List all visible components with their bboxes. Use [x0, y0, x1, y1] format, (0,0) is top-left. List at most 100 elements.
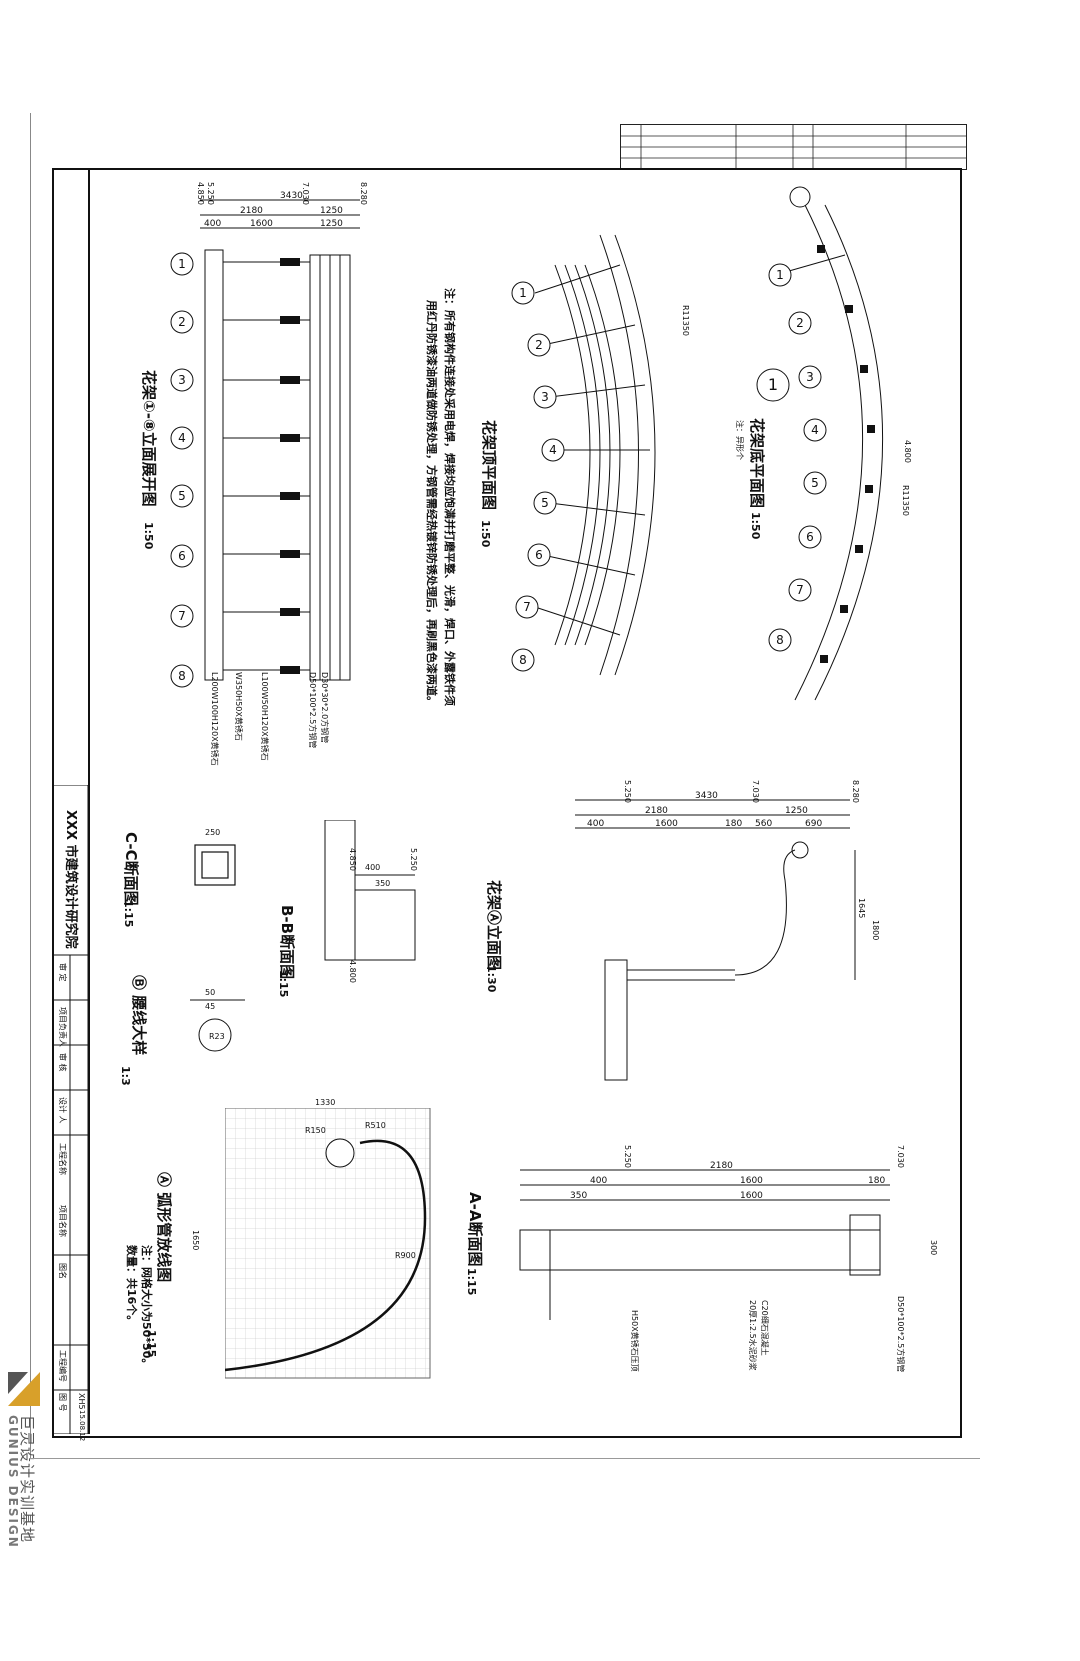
tb-project-lead: 项目负责人 [58, 1007, 67, 1047]
arc-r510: R510 [365, 1121, 386, 1130]
revision-table [620, 124, 967, 170]
bb-elev-4850: 4.850 [348, 848, 357, 871]
callout-d30: D30*30*2.0方钢管 [320, 672, 329, 744]
tb-designer: 设计 人 [58, 1097, 67, 1124]
moulding-detail-drawing: 50 45 R23 [190, 988, 245, 1052]
bottom-plan-drawing: 1 2 3 4 5 6 7 8 1 [756, 186, 883, 701]
top-axis-3: 3 [541, 390, 549, 404]
scale-section-bb: 1:15 [277, 970, 290, 998]
inner-frame [88, 170, 960, 1434]
ea-elev-5250: 5.250 [623, 780, 632, 803]
elevation-unfold-drawing: 3430 2180 1250 400 1600 1250 [200, 191, 360, 681]
top-axis-4: 4 [549, 443, 557, 457]
dim-1250b: 1250 [320, 219, 343, 229]
section-cc-drawing: 250 [194, 828, 236, 886]
aa-dim-1600: 1600 [740, 1176, 763, 1186]
mould-dim-45: 45 [205, 1002, 215, 1011]
mould-dim-50: 50 [205, 988, 215, 997]
axis-4: 4 [178, 431, 186, 445]
aa-callout-c20: C20细石混凝土 [760, 1300, 769, 1356]
axis-6: 6 [178, 549, 186, 563]
aa-callout-d50: D50*100*2.5方钢管 [896, 1296, 905, 1373]
ea-dim-690: 690 [805, 819, 822, 829]
tb-date: 15.08.12 [78, 1410, 86, 1442]
bot-axis-7: 7 [796, 583, 804, 597]
dim-1600: 1600 [250, 219, 273, 229]
ea-dim-180: 180 [725, 819, 742, 829]
aa-dim-1600b: 1600 [740, 1191, 763, 1201]
elev-8280: 8.280 [359, 182, 368, 205]
elevation-axis-markers: 1 2 3 4 5 6 7 8 [170, 252, 194, 688]
arc-r900: R900 [395, 1251, 416, 1260]
scale-top-plan: 1:50 [479, 520, 492, 548]
ea-elev-8280: 8.280 [851, 780, 860, 803]
callout-d50: D50*100*2.5方钢管 [308, 672, 317, 749]
arc-pipe-grid: R900 R150 R510 [225, 1108, 431, 1379]
ea-dim-400: 400 [587, 819, 604, 829]
bottom-plan-elev: 4.800 [903, 440, 912, 463]
elev-4850: 4.850 [196, 182, 205, 205]
dim-400: 400 [204, 219, 221, 229]
bot-axis-6: 6 [806, 530, 814, 544]
elevation-a-drawing: 3430 2180 1250 400 1600 180 560 690 [575, 791, 856, 1081]
ea-dim-560: 560 [755, 819, 772, 829]
scale-section-aa: 1:15 [465, 1268, 478, 1296]
aa-dim-180: 180 [868, 1176, 885, 1186]
section-aa-drawing: 2180 400 1600 180 350 1600 [519, 1161, 890, 1320]
aa-dim-350: 350 [570, 1191, 587, 1201]
logo-cn-text: 巨灵设计实训基地 [18, 1415, 36, 1544]
bb-elev-5250: 5.250 [409, 848, 418, 871]
tb-drawing-name: 图名 [58, 1263, 67, 1279]
tb-project-name: 工程名称 [58, 1143, 67, 1175]
bb-dim-400: 400 [365, 863, 380, 872]
arc-note-2: 数量：共16个。 [125, 1245, 138, 1327]
bot-axis-3: 3 [806, 370, 814, 384]
scale-elevation-a: 1:30 [485, 965, 498, 993]
title-elevation-a: 花架Ⓐ立面图 [485, 880, 503, 971]
drawing-frame [52, 168, 962, 1438]
tb-project-no: 工程编号 [58, 1350, 67, 1382]
top-axis-5: 5 [541, 496, 549, 510]
tb-approve: 审 定 [58, 963, 67, 982]
bot-axis-5: 5 [811, 476, 819, 490]
top-axis-6: 6 [535, 548, 543, 562]
callout-w350: W350H50X黄锈石 [234, 672, 243, 741]
dim-1250: 1250 [320, 206, 343, 216]
bot-axis-8: 8 [776, 633, 784, 647]
title-moulding: Ⓑ 腰线大样 [130, 975, 148, 1056]
dim-2180: 2180 [240, 206, 263, 216]
bottom-rule [30, 1458, 980, 1459]
scale-section-cc: 1:15 [122, 900, 135, 928]
title-bottom-plan: 花架底平面图 [748, 418, 766, 509]
callout-l100: L100W50H120X黄锈石 [260, 672, 269, 761]
top-axis-7: 7 [523, 600, 531, 614]
bot-axis-1: 1 [776, 268, 784, 282]
aa-dim-400: 400 [590, 1176, 607, 1186]
title-top-plan: 花架顶平面图 [480, 420, 498, 511]
main-note-2: 用红丹防锈漆油两道做防锈处理，方钢管需经热镀锌防锈处理后，再刷黑色漆两道。 [425, 300, 438, 707]
page-margin-line [30, 113, 31, 1458]
axis-8: 8 [178, 669, 186, 683]
axis-1: 1 [178, 257, 186, 271]
bot-axis-2: 2 [796, 316, 804, 330]
axis-5: 5 [178, 489, 186, 503]
ea-dim-1800: 1800 [871, 920, 880, 941]
aa-dim-2180: 2180 [710, 1161, 733, 1171]
revision-table-grid [621, 125, 966, 169]
scale-bottom-plan: 1:50 [749, 512, 762, 540]
top-axis-1: 1 [519, 286, 527, 300]
aa-elev-7030: 7.030 [896, 1145, 905, 1168]
logo-en-text: GUNIUS DESIGN [6, 1415, 20, 1549]
arc-dim-1650: 1650 [191, 1230, 200, 1251]
scale-moulding: 1:3 [119, 1066, 132, 1086]
aa-dim-300: 300 [929, 1240, 938, 1256]
bot-axis-4: 4 [811, 423, 819, 437]
top-axis-2: 2 [535, 338, 543, 352]
tb-item-name: 项目名称 [58, 1205, 67, 1237]
gunius-logo-mark [8, 1372, 40, 1406]
scale-elevation-unfold: 1:50 [142, 522, 155, 550]
ea-dim-1250: 1250 [785, 806, 808, 816]
top-plan-radius: R11350 [681, 305, 690, 337]
institute-name: XXX 市建筑设计研究院 [63, 810, 78, 949]
axis-2: 2 [178, 315, 186, 329]
